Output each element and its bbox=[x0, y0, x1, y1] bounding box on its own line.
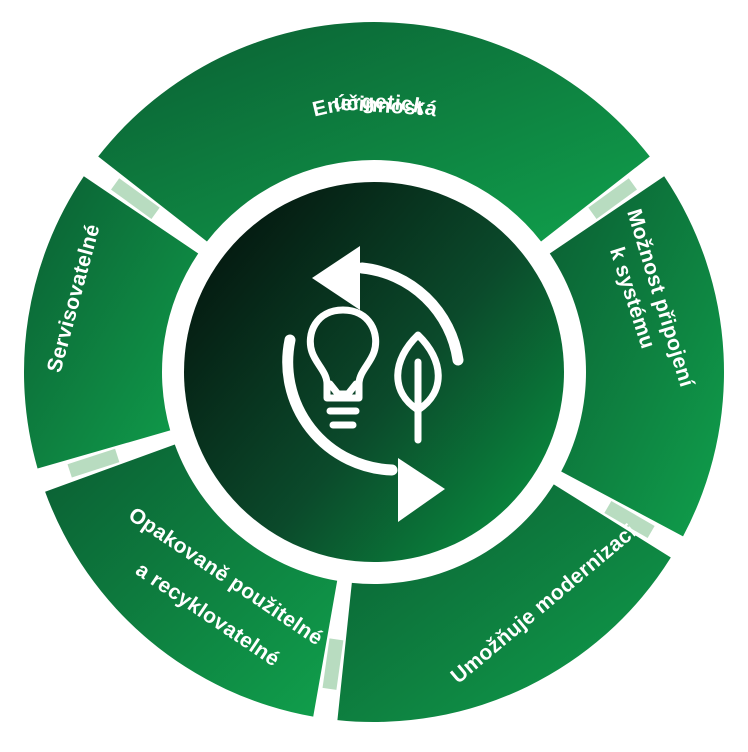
segment-energy bbox=[98, 22, 650, 242]
segment-connect bbox=[549, 176, 724, 537]
gap-accent bbox=[588, 178, 637, 219]
segment-recycle bbox=[45, 444, 338, 717]
gap-accent bbox=[111, 178, 160, 219]
gap-accent bbox=[604, 500, 655, 539]
gap-accent bbox=[322, 638, 344, 690]
gap-accent bbox=[67, 448, 120, 478]
segment-service bbox=[23, 176, 199, 469]
circular-arrows-icon bbox=[282, 262, 464, 476]
leaf-icon bbox=[394, 331, 442, 444]
segments-ring bbox=[23, 22, 724, 722]
lightbulb-icon bbox=[306, 306, 380, 429]
segment-modern bbox=[337, 484, 671, 722]
segment-separators bbox=[67, 178, 655, 690]
arrow-head-top-icon bbox=[312, 246, 360, 310]
center-disc bbox=[184, 182, 564, 562]
arrow-head-bottom-icon bbox=[398, 458, 445, 522]
